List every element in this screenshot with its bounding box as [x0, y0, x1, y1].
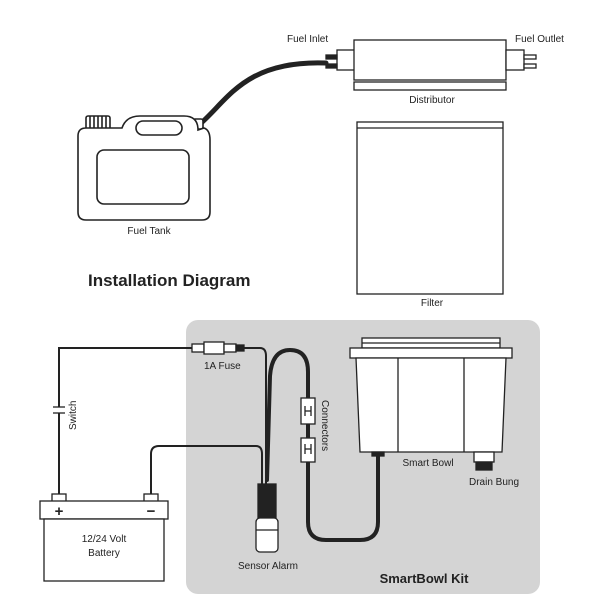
- distributor: [325, 39, 537, 91]
- battery-label-line2: Battery: [88, 548, 120, 559]
- distributor-label: Distributor: [409, 95, 455, 106]
- battery-plus-sign: +: [55, 503, 64, 520]
- fuel-inlet-label: Fuel Inlet: [287, 34, 328, 45]
- fuel-hose: [197, 60, 329, 127]
- page-title: Installation Diagram: [88, 271, 250, 290]
- fuel-tank: [77, 115, 211, 221]
- sensor-cable: [265, 347, 380, 542]
- drain-bung-label: Drain Bung: [469, 477, 519, 488]
- filter-label: Filter: [421, 298, 444, 309]
- connectors: [300, 397, 316, 463]
- smart-bowl: [349, 337, 513, 471]
- battery: [39, 493, 169, 582]
- sensor-alarm: [255, 483, 279, 553]
- fuse: [191, 341, 245, 355]
- battery-minus-sign: −: [147, 503, 156, 520]
- battery-label-line1: 12/24 Volt: [82, 534, 127, 545]
- smartbowl-kit-label: SmartBowl Kit: [380, 571, 470, 586]
- fuel-tank-label: Fuel Tank: [127, 226, 171, 237]
- connectors-label: Connectors: [319, 400, 330, 451]
- switch: [52, 406, 66, 414]
- sensor-alarm-label: Sensor Alarm: [238, 561, 298, 572]
- fuse-label: 1A Fuse: [204, 361, 241, 372]
- filter: [356, 121, 504, 295]
- wiring: [58, 347, 267, 498]
- switch-label: Switch: [68, 401, 79, 430]
- smart-bowl-label: Smart Bowl: [402, 458, 453, 469]
- fuel-outlet-label: Fuel Outlet: [515, 34, 564, 45]
